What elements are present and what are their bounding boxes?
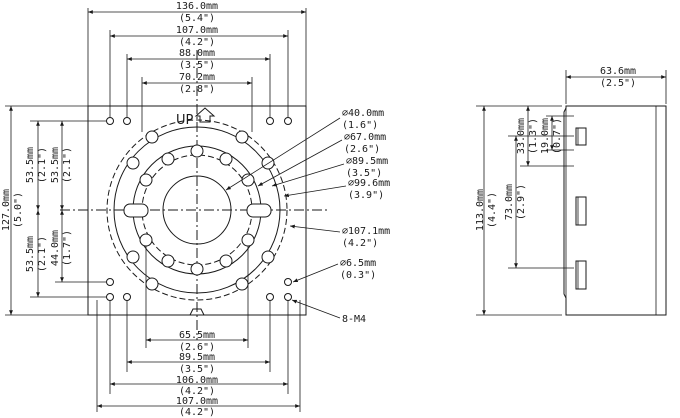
side-body xyxy=(563,105,667,316)
dim-53-5-lower-inch: (2.1") xyxy=(37,236,48,272)
bolt-hole xyxy=(190,262,204,276)
dim-44-inch: (1.7") xyxy=(62,230,73,266)
dim-106: 106.0mm xyxy=(176,375,218,386)
bolt-hole xyxy=(241,233,255,247)
side-slot-right xyxy=(246,203,272,218)
bolt-hole xyxy=(145,277,159,291)
dim-136-inch: (5.4") xyxy=(179,13,215,24)
side-slot-left xyxy=(123,203,149,218)
bolt-hole xyxy=(190,144,204,158)
dim-107-bottom-inch: (4.2") xyxy=(179,407,215,418)
bolt-hole xyxy=(139,173,153,187)
front-view: UP 136.0mm (5.4") 107.0mm (4.2") 88.0mm … xyxy=(1,1,390,418)
base-circle-dashed xyxy=(106,119,288,301)
bottom-dimensions: 65.5mm (2.6") 89.5mm (3.5") 106.0mm (4.2… xyxy=(96,246,301,418)
callout-dia-6-5-inch: (0.3") xyxy=(340,270,376,281)
side-lug-bottom xyxy=(575,260,587,290)
dim-107-bottom: 107.0mm xyxy=(176,396,218,407)
callout-dia-6-5: ⌀6.5mm xyxy=(340,258,376,269)
dim-136: 136.0mm xyxy=(176,1,218,12)
dim-65-5-inch: (2.6") xyxy=(179,342,215,353)
dim-53-5-upper-inner-inch: (2.1") xyxy=(62,147,73,183)
dim-88-inch: (3.5") xyxy=(179,60,215,71)
dim-70-2-inch: (2.8") xyxy=(179,84,215,95)
dim-89-5-bottom: 89.5mm xyxy=(179,352,215,363)
bolt-hole xyxy=(161,254,175,268)
left-dimensions: 127.0mm (5.0") 53.5mm (2.1") 53.5mm (2.1… xyxy=(1,105,106,316)
dim-65-5: 65.5mm xyxy=(179,330,215,341)
bolt-hole xyxy=(126,250,140,264)
callout-dia-107-1-inch: (4.2") xyxy=(342,238,378,249)
top-dimensions: 136.0mm (5.4") 107.0mm (4.2") 88.0mm (3.… xyxy=(87,1,307,132)
bolt-hole xyxy=(219,152,233,166)
dim-53-5-upper-inch: (2.1") xyxy=(37,147,48,183)
callout-dia-89-5: ⌀89.5mm xyxy=(346,156,388,167)
dim-107-top: 107.0mm xyxy=(176,25,218,36)
bottom-notch xyxy=(189,308,205,316)
center-hole xyxy=(162,175,232,245)
bolt-hole xyxy=(219,254,233,268)
bolt-hole xyxy=(139,233,153,247)
bolt-hole xyxy=(261,250,275,264)
bolt-hole xyxy=(235,130,249,144)
bolt-hole xyxy=(261,156,275,170)
dim-33: 33.0mm xyxy=(516,118,527,154)
diameter-callouts: ⌀40.0mm (1.6") ⌀67.0mm (2.6") ⌀89.5mm (3… xyxy=(225,108,390,325)
callout-dia-67: ⌀67.0mm xyxy=(344,132,386,143)
up-arrow-icon xyxy=(194,107,216,123)
dim-63-6-inch: (2.5") xyxy=(600,78,636,89)
dim-127-inch: (5.0") xyxy=(13,192,24,228)
bolt-hole xyxy=(235,277,249,291)
dim-127: 127.0mm xyxy=(1,189,12,231)
callout-dia-40: ⌀40.0mm xyxy=(342,108,384,119)
callout-dia-99-6-inch: (3.9") xyxy=(348,190,384,201)
callout-dia-107-1: ⌀107.1mm xyxy=(342,226,390,237)
base-circle xyxy=(113,126,281,294)
callout-dia-89-5-inch: (3.5") xyxy=(346,168,382,179)
dim-44: 44.0mm xyxy=(50,230,61,266)
callout-dia-99-6: ⌀99.6mm xyxy=(348,178,390,189)
dim-89-5-bottom-inch: (3.5") xyxy=(179,364,215,375)
side-lug-middle xyxy=(575,196,587,226)
dim-19: 19.0mm xyxy=(540,118,551,154)
dim-106-inch: (4.2") xyxy=(179,386,215,397)
dim-33-inch: (1.3") xyxy=(528,118,539,154)
dim-53-5-upper-inner: 53.5mm xyxy=(50,147,61,183)
dim-53-5-lower: 53.5mm xyxy=(25,236,36,272)
dim-107-top-inch: (4.2") xyxy=(179,37,215,48)
dim-73-inch: (2.9") xyxy=(516,184,527,220)
callout-dia-67-inch: (2.6") xyxy=(344,144,380,155)
side-lug-top xyxy=(575,127,587,146)
dim-19-inch: (0.7") xyxy=(552,118,563,154)
dim-70-2: 70.2mm xyxy=(179,72,215,83)
dim-63-6: 63.6mm xyxy=(600,66,636,77)
bolt-hole xyxy=(161,152,175,166)
bolt-hole xyxy=(145,130,159,144)
bolt-hole xyxy=(126,156,140,170)
dim-73: 73.0mm xyxy=(504,184,515,220)
up-label: UP xyxy=(176,113,194,128)
thread-label: 8-M4 xyxy=(342,314,366,325)
dim-113-inch: (4.4") xyxy=(487,192,498,228)
corner-holes xyxy=(106,117,292,301)
side-view: 63.6mm (2.5") 113.0mm (4.4") 73.0mm (2.9… xyxy=(475,66,667,316)
dim-88: 88.0mm xyxy=(179,48,215,59)
dim-113: 113.0mm xyxy=(475,189,486,231)
callout-dia-40-inch: (1.6") xyxy=(342,120,378,131)
dim-53-5-upper: 53.5mm xyxy=(25,147,36,183)
